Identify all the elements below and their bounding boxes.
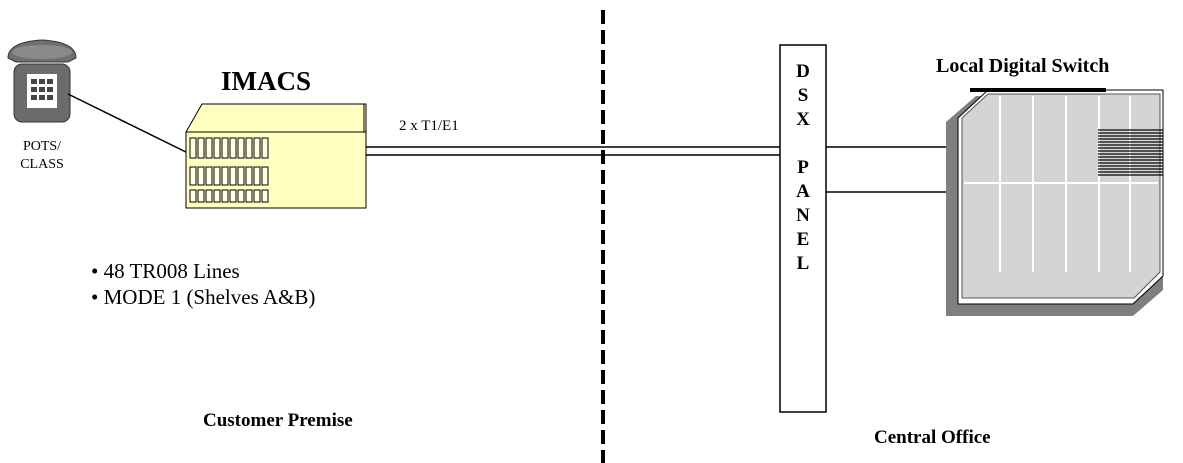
- link-label: 2 x T1/E1: [399, 118, 459, 134]
- pots-class-label: POTS/ CLASS: [12, 138, 72, 174]
- line-card: [189, 189, 197, 203]
- line-card: [205, 189, 213, 203]
- imacs-chassis-icon: [185, 103, 367, 209]
- dsx-letter: E: [796, 229, 810, 250]
- dsx-panel-label: D S X P A N E L: [778, 60, 828, 276]
- dsx-letter: [778, 132, 828, 156]
- line-card: [197, 189, 205, 203]
- line-card: [189, 137, 197, 159]
- line-card: [197, 137, 205, 159]
- class-label-line: CLASS: [20, 157, 64, 172]
- line-card: [245, 137, 253, 159]
- line-card: [261, 166, 269, 186]
- local-digital-switch-title: Local Digital Switch: [936, 55, 1110, 77]
- line-card: [253, 166, 261, 186]
- dsx-panel: [779, 44, 827, 413]
- line-card: [221, 137, 229, 159]
- customer-premise-label: Customer Premise: [203, 410, 353, 431]
- line-card: [237, 166, 245, 186]
- dsx-letter: S: [797, 85, 809, 106]
- line-card: [229, 189, 237, 203]
- dsx-letter: X: [796, 109, 810, 130]
- dsx-letter: N: [796, 205, 810, 226]
- line-card: [229, 137, 237, 159]
- imacs-note: 48 TR008 Lines: [91, 258, 315, 284]
- phone-line: [67, 93, 193, 156]
- dsx-letter: A: [796, 181, 810, 202]
- line-card: [221, 189, 229, 203]
- line-card: [253, 137, 261, 159]
- imacs-title: IMACS: [221, 66, 312, 96]
- digital-switch-icon: [946, 88, 1164, 316]
- line-card: [213, 189, 221, 203]
- line-card: [221, 166, 229, 186]
- line-card: [197, 166, 205, 186]
- line-card: [261, 189, 269, 203]
- dsx-letter: D: [796, 61, 810, 82]
- line-card: [261, 137, 269, 159]
- dsx-letter: L: [796, 253, 810, 274]
- line-card: [245, 166, 253, 186]
- line-card: [253, 189, 261, 203]
- line-card: [189, 166, 197, 186]
- line-card: [205, 137, 213, 159]
- dsx-letter: P: [797, 157, 809, 178]
- line-card: [245, 189, 253, 203]
- imacs-notes: 48 TR008 Lines MODE 1 (Shelves A&B): [91, 258, 316, 310]
- imacs-note: MODE 1 (Shelves A&B): [91, 284, 316, 310]
- line-card: [213, 166, 221, 186]
- telephone-icon: [7, 39, 77, 123]
- line-card: [205, 166, 213, 186]
- line-card: [213, 137, 221, 159]
- pots-label-line: POTS/: [22, 139, 62, 154]
- line-card: [237, 137, 245, 159]
- central-office-label: Central Office: [874, 427, 991, 448]
- line-card: [237, 189, 245, 203]
- line-card: [229, 166, 237, 186]
